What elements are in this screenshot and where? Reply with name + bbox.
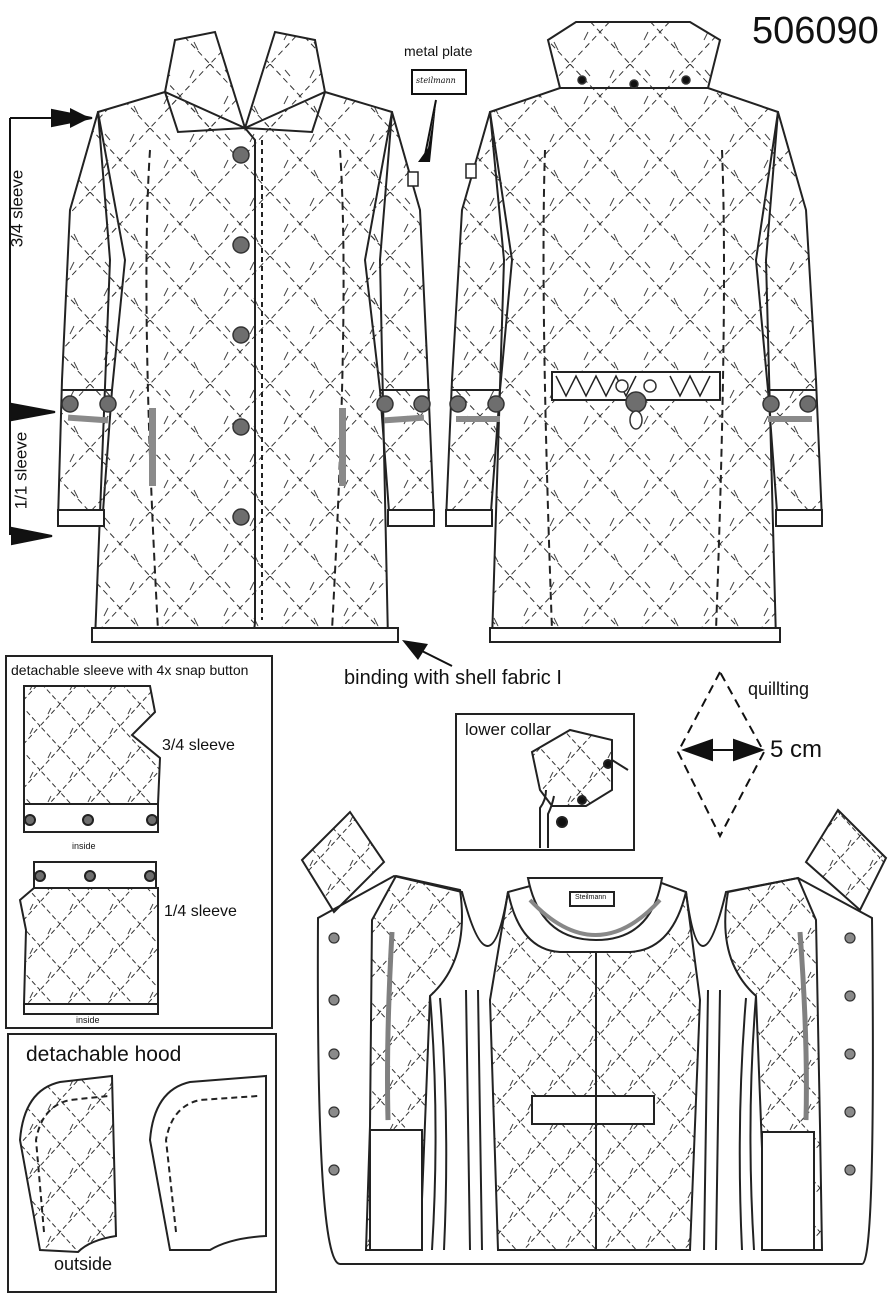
sleeve-bottom-label: 1/4 sleeve xyxy=(164,903,237,920)
neck-label-text: Steilmann xyxy=(575,894,607,901)
style-number: 506090 xyxy=(752,10,879,52)
hood-title: detachable hood xyxy=(26,1043,182,1066)
sleeve-top-caption: inside xyxy=(72,841,96,851)
lower-collar-label: lower collar xyxy=(465,720,551,739)
quilting-size-label: 5 cm xyxy=(770,736,823,763)
back-view xyxy=(444,21,824,643)
sleeve-metal-plate xyxy=(407,171,419,187)
lining-zip-tapes xyxy=(385,931,809,1121)
front-buttons xyxy=(61,146,431,526)
metal-plate-callout xyxy=(411,69,467,162)
back-sleeve-plate xyxy=(465,163,477,179)
back-details xyxy=(449,75,817,430)
binding-label: binding with shell fabric I xyxy=(344,667,562,689)
sleeve-bottom-caption: inside xyxy=(76,1015,100,1025)
detachable-sleeve-panel xyxy=(5,655,273,1029)
front-collar xyxy=(163,30,327,134)
back-collar xyxy=(546,21,722,89)
lining-view xyxy=(300,808,888,1265)
binding-arrow xyxy=(402,640,453,667)
three-quarter-sleeve-label: 3/4 sleeve xyxy=(7,169,27,248)
front-body xyxy=(93,90,394,641)
back-body xyxy=(488,87,780,641)
metal-plate-label: metal plate xyxy=(404,43,473,59)
lower-collar-detail xyxy=(455,713,635,851)
back-pocket-bars xyxy=(456,416,812,422)
full-sleeve-label: 1/1 sleeve xyxy=(11,431,31,510)
metal-plate-text: steilmann xyxy=(416,76,456,85)
detachable-hood-panel xyxy=(7,1033,277,1293)
quilting-label: quillting xyxy=(748,679,810,699)
sleeve-length-markers xyxy=(9,108,93,546)
hood-caption: outside xyxy=(54,1254,113,1274)
front-pockets xyxy=(67,408,425,486)
quilting-diagram xyxy=(676,669,766,839)
lining-snaps xyxy=(328,932,856,1176)
sleeve-top-label: 3/4 sleeve xyxy=(162,737,235,754)
front-view xyxy=(56,30,436,643)
detachable-sleeve-title: detachable sleeve with 4x snap button xyxy=(11,662,249,678)
